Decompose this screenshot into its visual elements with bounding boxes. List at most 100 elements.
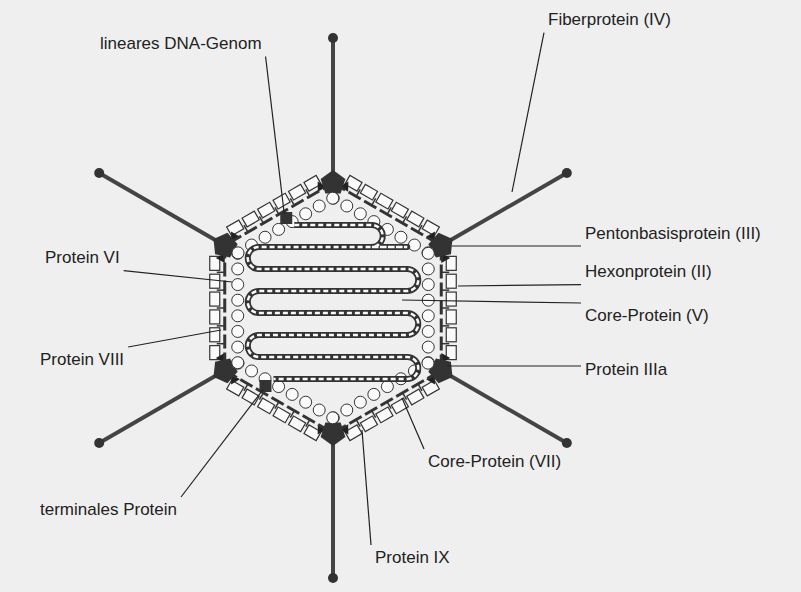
hexon-protein: [273, 407, 290, 423]
core-protein-vii: [422, 247, 434, 259]
hexon-protein: [422, 220, 439, 236]
part-label: Hexonprotein (II): [585, 262, 712, 282]
leader-line: [362, 430, 371, 545]
core-protein-vii: [232, 357, 244, 369]
hexon-protein: [210, 310, 220, 324]
hexon-protein: [376, 407, 393, 423]
core-protein-vii: [422, 357, 434, 369]
fiber-protein: [99, 173, 225, 246]
fiber-protein: [331, 433, 335, 578]
hexon-protein: [376, 193, 393, 209]
part-label: Protein VIII: [40, 350, 124, 370]
core-protein-vii: [273, 223, 285, 235]
core-protein-vii: [327, 412, 339, 424]
core-protein-vii: [232, 357, 244, 369]
hexon-protein: [391, 202, 408, 218]
core-protein-vii: [313, 200, 325, 212]
hexon-protein: [210, 292, 220, 306]
hexon-protein: [289, 184, 306, 200]
fiber-protein: [331, 38, 335, 183]
fiber-knob: [328, 573, 338, 583]
hexon-protein: [227, 220, 244, 236]
core-protein-vii: [381, 381, 393, 393]
leader-line: [124, 271, 232, 282]
part-label: Core-Protein (V): [585, 306, 709, 326]
hexon-protein: [242, 211, 259, 227]
hexon-protein: [422, 380, 439, 396]
core-protein-vii: [422, 341, 434, 353]
core-protein-vii: [341, 200, 353, 212]
hexon-protein: [227, 380, 244, 396]
terminal-protein: [259, 380, 271, 392]
hexon-protein: [210, 328, 220, 342]
core-protein-vii: [327, 192, 339, 204]
hexon-protein: [407, 211, 424, 227]
core-protein-vii: [286, 388, 298, 400]
core-protein-vii: [422, 310, 434, 322]
core-protein-vii: [232, 279, 244, 291]
core-protein-vii: [300, 396, 312, 408]
fiber-knob: [562, 168, 572, 178]
hexon-protein: [289, 416, 306, 432]
fiber-knob: [328, 33, 338, 43]
core-protein-vii: [395, 231, 407, 243]
leader-line: [266, 57, 285, 214]
core-protein-vii: [422, 263, 434, 275]
leader-line: [181, 389, 263, 497]
core-protein-vii: [259, 231, 271, 243]
core-protein-vii: [300, 208, 312, 220]
leader-line: [402, 300, 581, 303]
core-protein-vii: [273, 381, 285, 393]
core-protein-vii: [354, 396, 366, 408]
capsid-outline: [225, 183, 442, 433]
core-protein-vii: [232, 341, 244, 353]
hexon-protein: [258, 398, 275, 414]
core-protein-vii: [422, 357, 434, 369]
fiber-knob: [562, 438, 572, 448]
core-protein-vii: [327, 192, 339, 204]
leader-line: [447, 365, 581, 366]
core-protein-vii: [422, 279, 434, 291]
core-protein-vii: [422, 325, 434, 337]
hexon-protein: [446, 274, 456, 288]
core-protein-vii: [246, 365, 258, 377]
penton-base: [321, 170, 346, 194]
fiber-protein: [441, 173, 567, 246]
core-protein-vii: [232, 294, 244, 306]
leader-line: [458, 285, 581, 286]
part-label: Protein IX: [375, 548, 450, 568]
core-protein-vii: [341, 404, 353, 416]
part-label: Fiberprotein (IV): [548, 10, 671, 30]
fiber-protein: [99, 371, 225, 444]
core-protein-vii: [232, 247, 244, 259]
leader-line: [452, 245, 581, 246]
penton-base: [321, 422, 346, 446]
core-group: [232, 192, 435, 424]
leader-line: [402, 398, 424, 449]
part-label: terminales Protein: [40, 500, 177, 520]
core-protein-vii: [368, 388, 380, 400]
leader-line: [128, 330, 221, 347]
core-protein-vii: [327, 412, 339, 424]
core-protein-vii: [232, 310, 244, 322]
hexon-protein: [446, 292, 456, 306]
dna-genome: [248, 225, 419, 379]
dna-strand: [248, 225, 419, 379]
part-label: Pentonbasisprotein (III): [585, 224, 761, 244]
leader-group: [124, 33, 581, 545]
core-protein-vii: [313, 404, 325, 416]
part-label: Protein VI: [45, 248, 120, 268]
hexon-protein: [258, 202, 275, 218]
fiber-knob: [94, 438, 104, 448]
part-label: lineares DNA-Genom: [100, 34, 262, 54]
core-protein-vii: [422, 247, 434, 259]
hexon-protein: [360, 416, 377, 432]
hexon-protein: [407, 389, 424, 405]
leader-line: [512, 33, 544, 192]
core-protein-vii: [232, 247, 244, 259]
core-protein-vii: [408, 239, 420, 251]
hexon-protein: [446, 328, 456, 342]
fiber-protein: [441, 371, 567, 444]
hexon-protein: [360, 184, 377, 200]
